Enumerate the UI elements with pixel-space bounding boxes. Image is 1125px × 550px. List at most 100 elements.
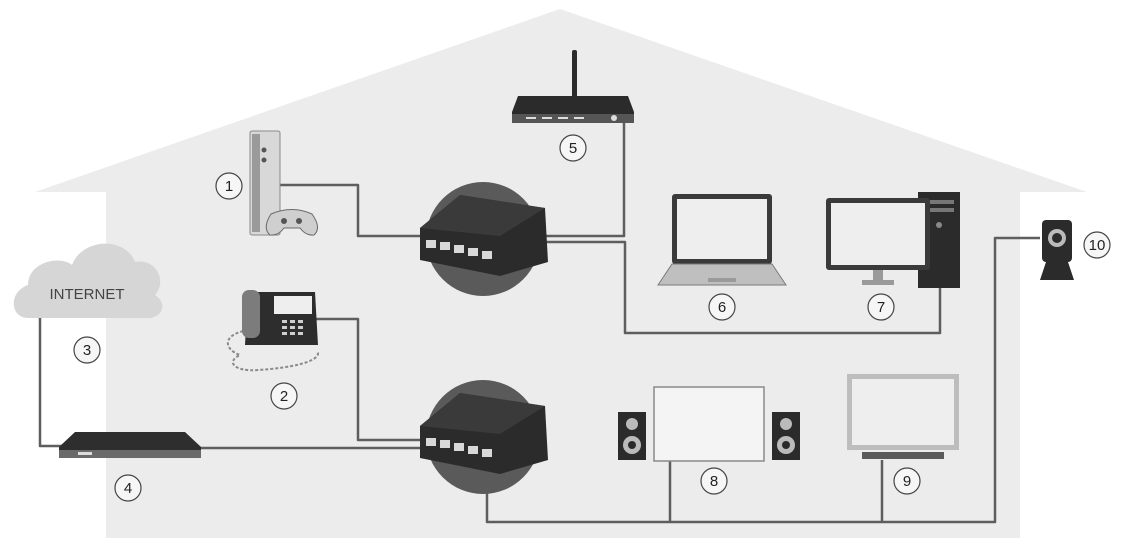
home-theater-device (618, 386, 800, 462)
cables (38, 120, 1040, 524)
cable-console-switch (278, 183, 440, 238)
switch-upper (420, 182, 548, 296)
router-leds (526, 115, 617, 121)
gamepad-icon (265, 209, 318, 236)
phone-cord-icon (226, 329, 319, 372)
phone-key (282, 320, 287, 323)
tv-screen (852, 379, 954, 445)
cable-switch-desktop (540, 240, 942, 335)
switch-port (426, 438, 436, 446)
phone-device (226, 290, 319, 372)
cable-internet-modem (38, 305, 70, 448)
switch-lower-ports (426, 438, 492, 457)
callout-4-badge (114, 474, 142, 502)
phone-key (298, 332, 303, 335)
callout-9-badge (893, 467, 921, 495)
console-front-bezel (252, 134, 260, 232)
callout-3-label: 3 (83, 342, 91, 359)
speaker-right-woofer-cone (782, 441, 790, 449)
pc-drive-bay (924, 200, 954, 204)
console-indicator-light (261, 157, 267, 163)
laptop-keyboard-icon (657, 263, 787, 286)
callout-3: 3 (73, 336, 101, 364)
cable-router-switch (530, 120, 626, 238)
pc-monitor-base (862, 280, 894, 285)
switch-upper-ports (426, 240, 492, 259)
ip-camera-device (1040, 220, 1074, 280)
phone-keypad (282, 320, 303, 335)
callout-1: 1 (215, 172, 243, 200)
camera-stand (1040, 262, 1074, 280)
callout-10: 10 (1083, 231, 1111, 259)
callout-7-badge (867, 293, 895, 321)
speaker-left-woofer-cone (628, 441, 636, 449)
callout-2-badge (270, 382, 298, 410)
switch-port (426, 240, 436, 248)
modem-device (59, 432, 201, 458)
switch-port (440, 242, 450, 250)
speaker-right-tweeter (780, 418, 792, 430)
callout-6-badge (708, 293, 736, 321)
cloud-label: INTERNET (50, 286, 125, 303)
house-outline (35, 9, 1087, 538)
callout-9-label: 9 (903, 473, 911, 490)
callout-10-label: 10 (1089, 237, 1106, 254)
router-led (542, 117, 552, 119)
callout-10-badge (1083, 231, 1111, 259)
switch-port (468, 446, 478, 454)
gamepad-right-stick (296, 218, 302, 224)
phone-key (290, 332, 295, 335)
pc-monitor-neck (873, 270, 883, 282)
callout-2-label: 2 (280, 388, 288, 405)
callout-1-label: 1 (225, 178, 233, 195)
phone-key (298, 320, 303, 323)
phone-key (282, 332, 287, 335)
internet-cloud: INTERNET (13, 243, 163, 319)
callout-4-label: 4 (124, 480, 132, 497)
gamepad-left-stick (281, 218, 287, 224)
callout-6-label: 6 (718, 299, 726, 316)
router-front-panel (512, 114, 634, 123)
pc-monitor-screen (831, 203, 925, 265)
modem-led (78, 452, 92, 455)
callout-5-label: 5 (569, 140, 577, 157)
switch-upper-top-face (420, 195, 545, 236)
callout-5-badge (559, 134, 587, 162)
speaker-left-tweeter (626, 418, 638, 430)
phone-display (274, 296, 312, 314)
wifi-router-device (512, 50, 634, 123)
switch-port (468, 248, 478, 256)
projection-screen-icon (653, 386, 765, 462)
phone-handset (242, 290, 260, 338)
phone-key (298, 326, 303, 329)
callout-6: 6 (708, 293, 736, 321)
callout-2: 2 (270, 382, 298, 410)
phone-key (290, 320, 295, 323)
callout-7-label: 7 (877, 299, 885, 316)
cable-phone-switch (315, 317, 440, 442)
callout-4: 4 (114, 474, 142, 502)
callout-7: 7 (867, 293, 895, 321)
pc-drive-bay (924, 208, 954, 212)
camera-lens (1052, 233, 1062, 243)
desktop-pc-device (826, 192, 960, 288)
callout-8-badge (700, 467, 728, 495)
switch-port (454, 245, 464, 253)
callout-5: 5 (559, 134, 587, 162)
switch-port (482, 251, 492, 259)
cable-switch-bottom-bus (485, 236, 1040, 524)
game-console-device (249, 130, 318, 236)
switch-lower (420, 380, 548, 494)
callout-1-badge (215, 172, 243, 200)
console-power-button (261, 147, 267, 153)
switch-port (454, 443, 464, 451)
router-antenna (572, 50, 577, 100)
callout-8: 8 (700, 467, 728, 495)
laptop-touchpad (708, 278, 736, 282)
pc-power-button (936, 222, 942, 228)
tv-stand (862, 452, 944, 459)
cloud-icon (13, 243, 163, 319)
modem-front-panel (59, 450, 201, 458)
phone-key (290, 326, 295, 329)
